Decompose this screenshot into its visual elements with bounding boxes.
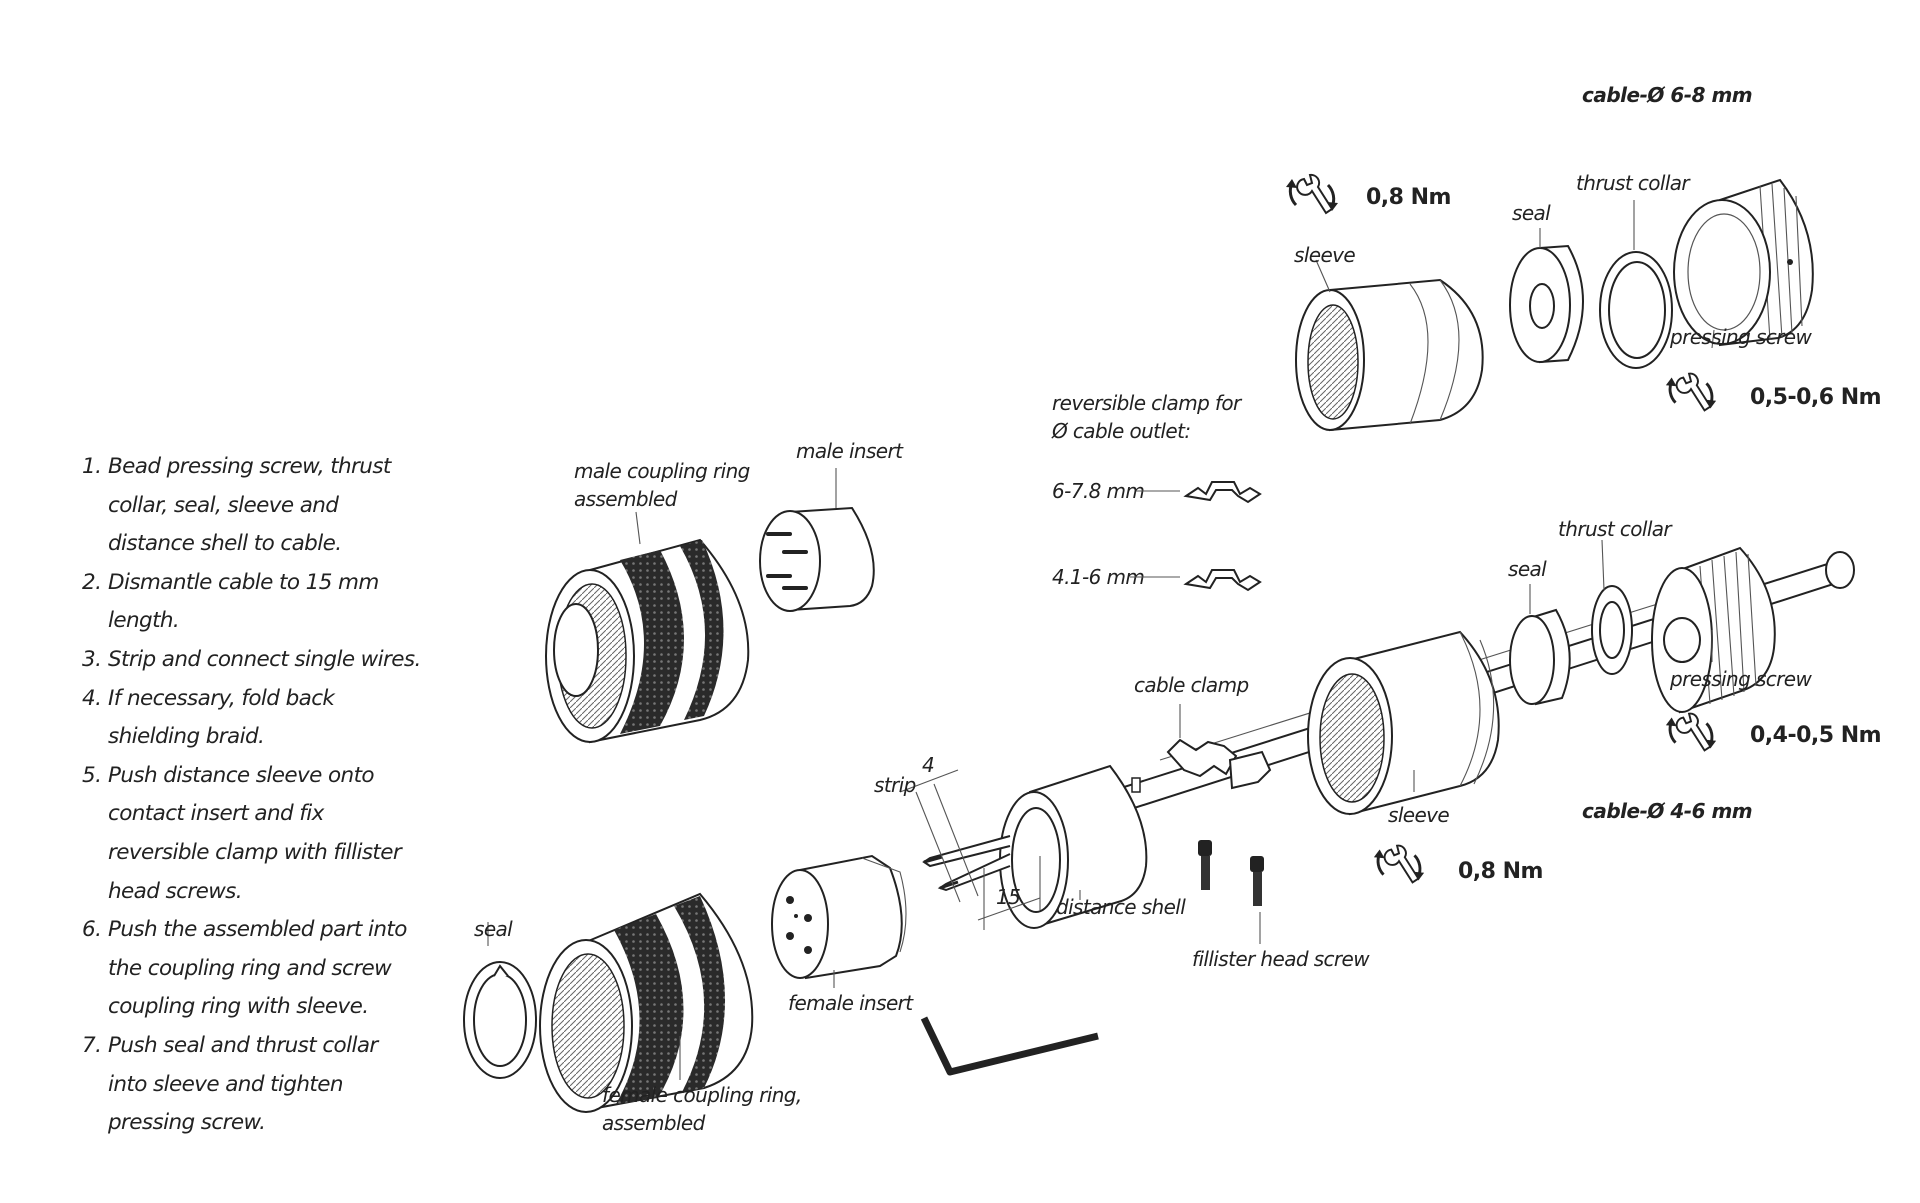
thrust-collar-bottom-label: thrust collar <box>1558 517 1673 541</box>
cable-diameter-6-8-label: cable-Ø 6-8 mm <box>1582 83 1752 107</box>
male-insert-label: male insert <box>796 439 904 463</box>
seal-bottom-label: seal <box>1508 557 1547 581</box>
instruction-number: 6. <box>82 917 102 943</box>
female-ring-label-line2: assembled <box>602 1111 706 1135</box>
instruction-text: If necessary, fold back shielding braid. <box>108 685 335 750</box>
seal-bottom <box>1509 584 1571 706</box>
sleeve-top-label: sleeve <box>1294 243 1355 267</box>
pressing-screw-top <box>1673 178 1814 349</box>
instruction-step: 3.Strip and connect single wires. <box>82 641 422 680</box>
female-insert <box>771 854 907 988</box>
instruction-text: Push the assembled part into the couplin… <box>108 917 407 1020</box>
thrust-collar-bottom <box>1591 539 1633 675</box>
clamp-title-line2: Ø cable outlet: <box>1051 419 1190 443</box>
distance-shell <box>999 764 1148 929</box>
instruction-step: 1.Bead pressing screw, thrust collar, se… <box>82 448 422 564</box>
instruction-step: 2.Dismantle cable to 15 mm length. <box>82 564 422 641</box>
torque-press-top: 0,5-0,6 Nm <box>1750 385 1881 410</box>
instruction-step: 5.Push distance sleeve onto contact inse… <box>82 757 422 911</box>
sleeve-bottom <box>1307 630 1500 816</box>
clamp-title-line1: reversible clamp for <box>1052 391 1243 415</box>
clamp-size-a-label: 6-7.8 mm <box>1052 479 1144 503</box>
fillister-head-screw-label: fillister head screw <box>1192 947 1370 971</box>
instruction-number: 3. <box>82 646 102 672</box>
strip-length-4: 4 <box>922 753 934 777</box>
cable-diameter-4-6-label: cable-Ø 4-6 mm <box>1582 799 1752 823</box>
torque-icon-sleeve-bottom <box>1372 844 1426 884</box>
seal-top <box>1509 228 1584 364</box>
instruction-step: 7.Push seal and thrust collar into sleev… <box>82 1027 422 1143</box>
seal-left-label: seal <box>474 917 513 941</box>
fillister-head-screws <box>1198 840 1264 944</box>
torque-icon-press-top <box>1664 372 1718 412</box>
pressing-screw-top-label: pressing screw <box>1669 325 1812 349</box>
cable-clamp-label: cable clamp <box>1134 673 1249 697</box>
instruction-text: Dismantle cable to 15 mm length. <box>108 569 379 634</box>
torque-icon-press-bottom <box>1664 712 1718 752</box>
strip-label: strip <box>874 773 916 797</box>
seal-top-label: seal <box>1512 201 1551 225</box>
instruction-number: 4. <box>82 685 102 711</box>
seal-left <box>463 922 537 1079</box>
instruction-text: Push seal and thrust collar into sleeve … <box>108 1032 378 1136</box>
instruction-text: Push distance sleeve onto contact insert… <box>108 762 402 904</box>
female-ring-label-line1: female coupling ring, <box>602 1083 802 1107</box>
clamp-size-b-label: 4.1-6 mm <box>1052 565 1144 589</box>
stripped-wires <box>899 769 1041 930</box>
instruction-step: 6.Push the assembled part into the coupl… <box>82 911 422 1027</box>
pressing-screw-bottom-label: pressing screw <box>1669 667 1812 691</box>
torque-press-bottom: 0,4-0,5 Nm <box>1750 723 1881 748</box>
male-ring-label-line2: assembled <box>574 487 678 511</box>
male-coupling-ring <box>545 511 750 744</box>
torque-icon-sleeve-top <box>1284 173 1340 215</box>
reversible-clamp-b <box>1183 569 1262 592</box>
assembly-instructions: 1.Bead pressing screw, thrust collar, se… <box>82 448 422 1143</box>
cable-clamp <box>1166 704 1272 790</box>
female-insert-label: female insert <box>788 991 914 1015</box>
instruction-number: 2. <box>82 569 102 595</box>
female-coupling-ring <box>539 892 754 1113</box>
thrust-collar-top-label: thrust collar <box>1576 171 1691 195</box>
male-ring-label-line1: male coupling ring <box>574 459 750 483</box>
torque-sleeve-top: 0,8 Nm <box>1366 185 1451 210</box>
instruction-text: Bead pressing screw, thrust collar, seal… <box>108 454 391 557</box>
reversible-clamp-a <box>1183 481 1262 504</box>
dismantle-length-15: 15 <box>996 885 1020 909</box>
sleeve-bottom-label: sleeve <box>1388 803 1449 827</box>
distance-shell-label: distance shell <box>1056 895 1186 919</box>
sleeve-top <box>1295 259 1484 432</box>
male-insert <box>759 468 875 612</box>
torque-sleeve-bottom: 0,8 Nm <box>1458 859 1543 884</box>
instruction-number: 5. <box>82 762 102 788</box>
thrust-collar-top <box>1599 200 1673 369</box>
hex-key <box>920 1016 1099 1076</box>
instruction-number: 1. <box>82 454 102 479</box>
instruction-text: Strip and connect single wires. <box>108 646 421 672</box>
pressing-screw-bottom <box>1651 546 1776 714</box>
instruction-number: 7. <box>82 1032 102 1058</box>
instruction-step: 4.If necessary, fold back shielding brai… <box>82 680 422 757</box>
